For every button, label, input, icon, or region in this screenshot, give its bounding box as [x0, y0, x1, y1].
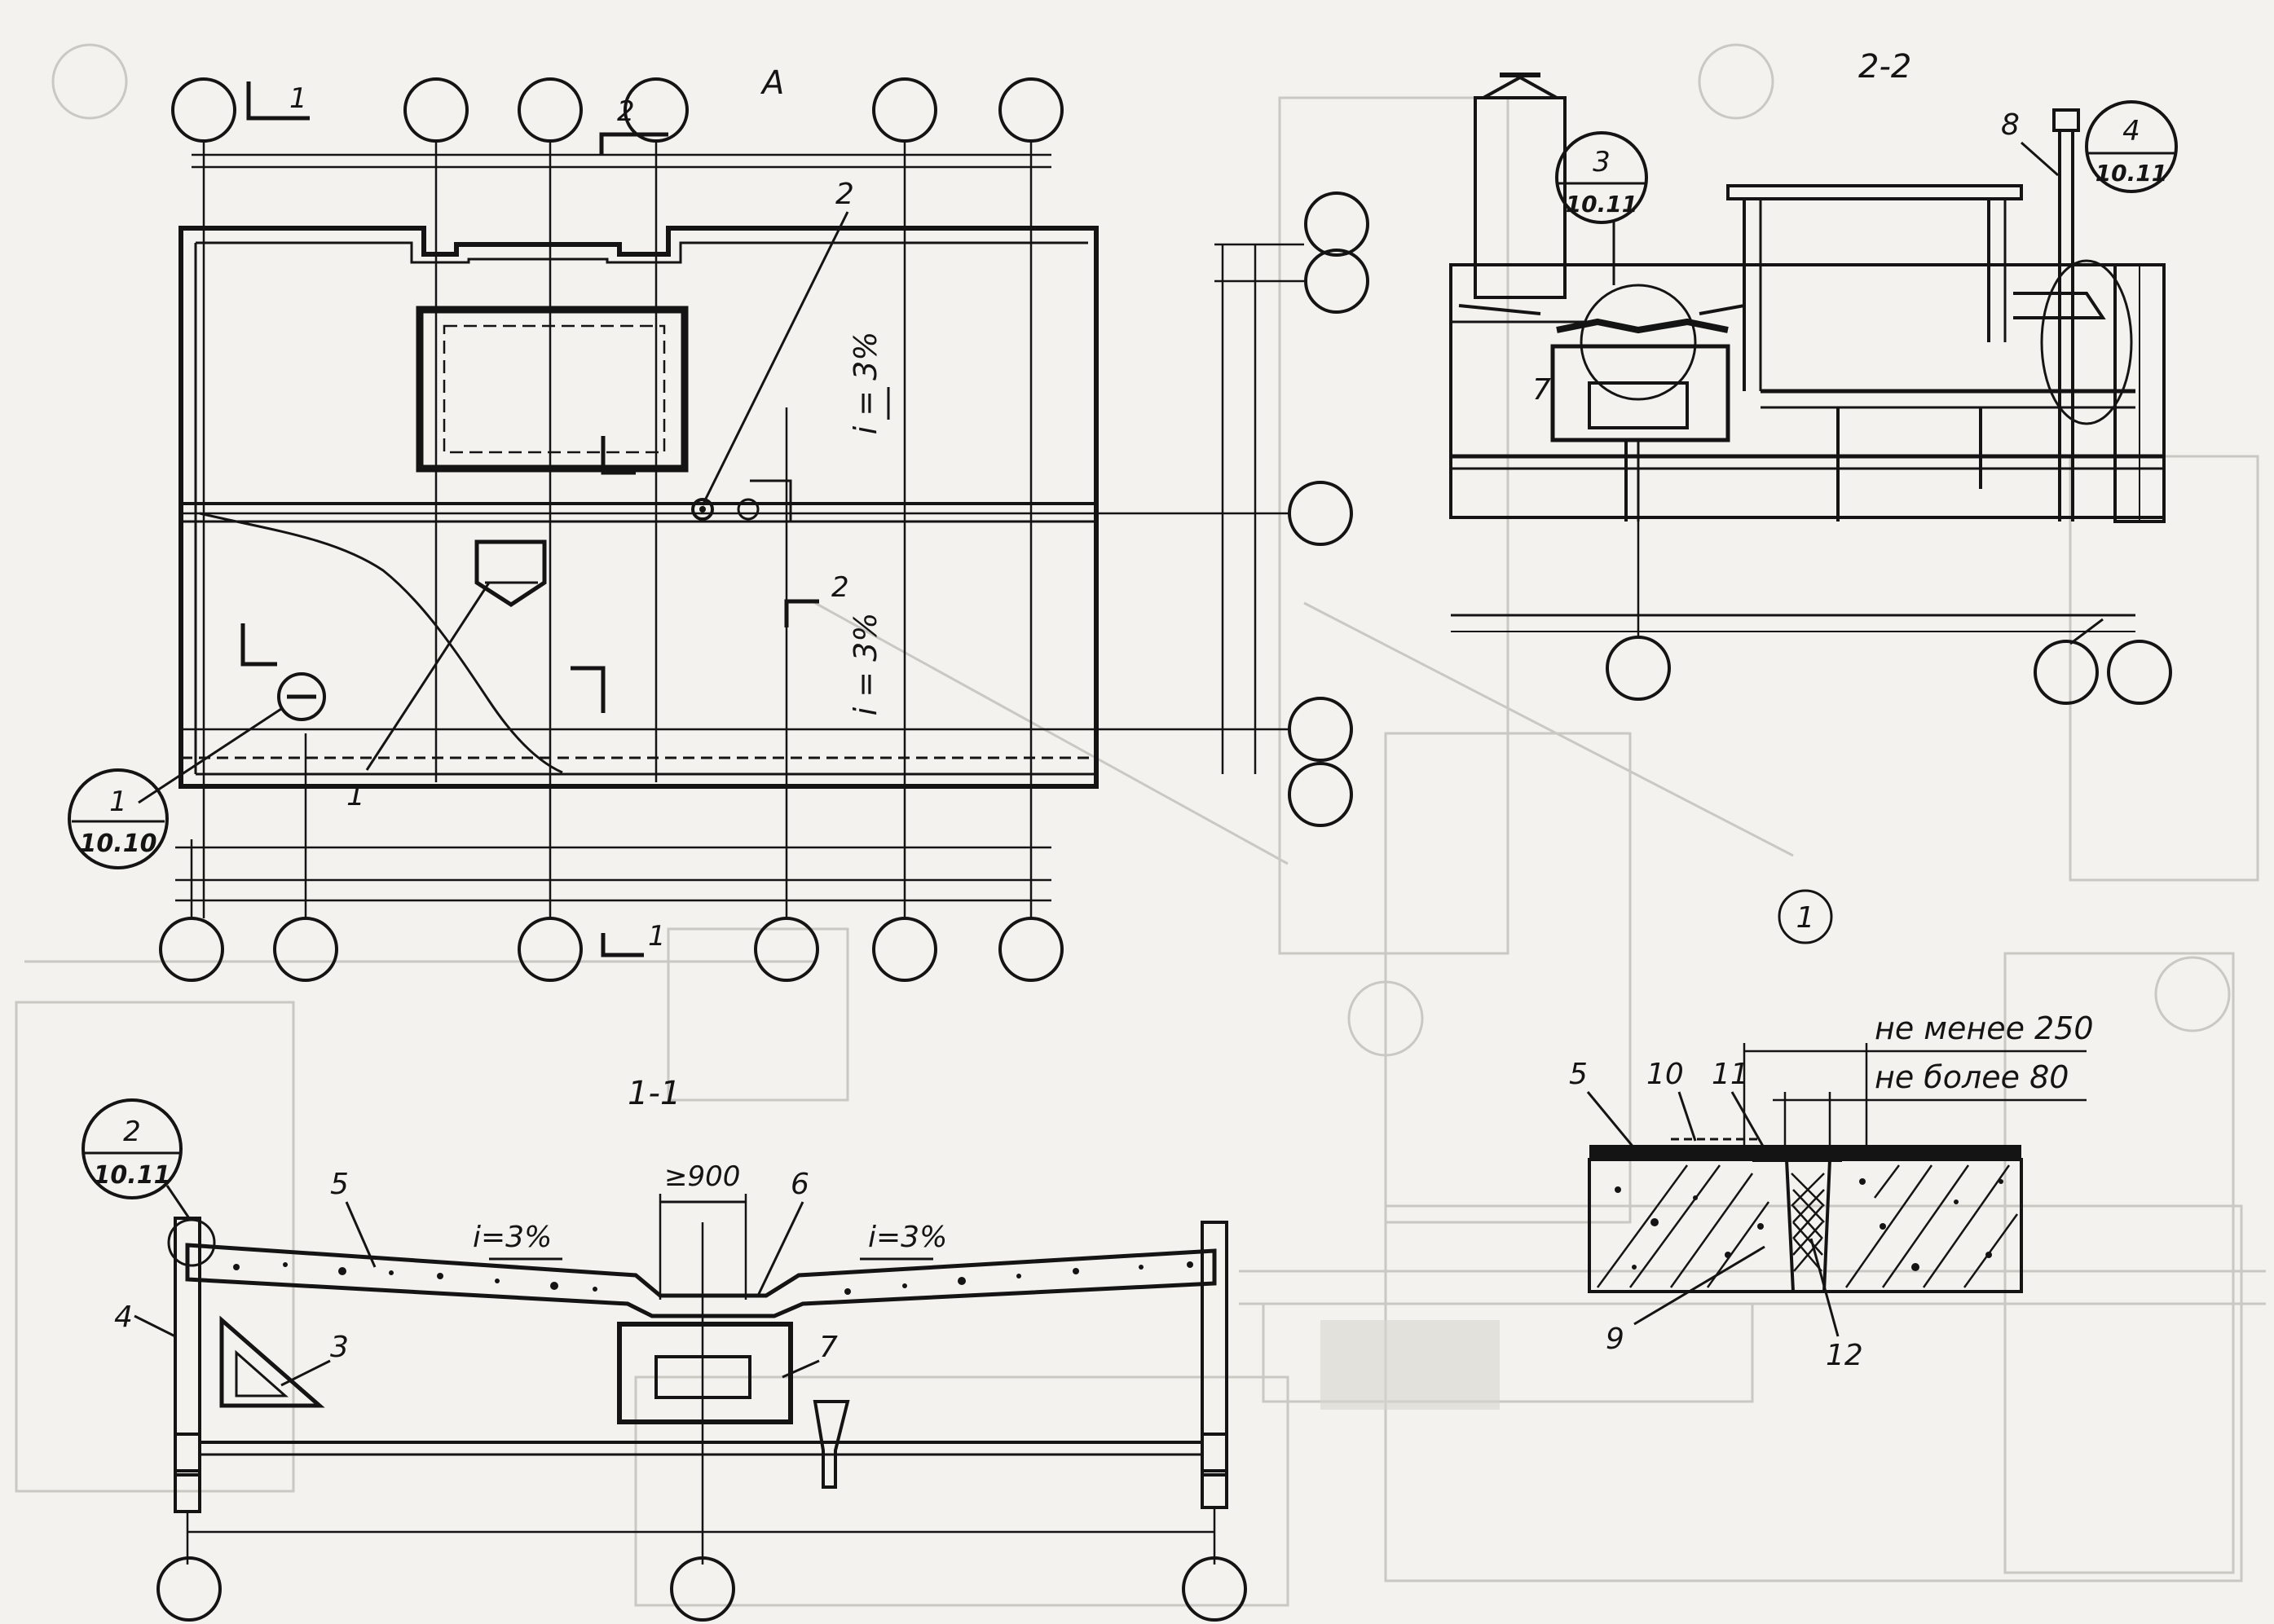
detail-dim-max: не более 80: [1875, 1059, 2069, 1095]
svg-text:i = 3%: i = 3%: [848, 332, 884, 435]
svg-text:i = 3%: i = 3%: [848, 613, 884, 716]
plan-walls: [178, 226, 1099, 789]
svg-text:1: 1: [648, 920, 666, 953]
plan-slope-2: i = 3%: [848, 613, 884, 716]
dimension-900: ≥900: [659, 1160, 747, 1300]
plan-skylight-opening: [416, 306, 689, 475]
plan-slope-1: i = 3%: [848, 332, 884, 435]
svg-text:6: 6: [791, 1168, 809, 1201]
svg-text:i=3%: i=3%: [473, 1221, 552, 1254]
detail-1: 1 не менее 250 не более 80: [1569, 889, 2094, 1372]
section-marker-1-top: 1: [246, 81, 310, 121]
drain-funnel: [474, 539, 547, 607]
svg-text:10.11: 10.11: [1566, 191, 1638, 218]
svg-text:1: 1: [289, 82, 307, 115]
detail-aggregate: [1615, 1178, 2003, 1271]
section-2-2-callout-3: 3 10.11: [1555, 131, 1697, 401]
detail-1-title: 1: [1796, 901, 1815, 935]
svg-text:10.11: 10.11: [94, 1161, 171, 1190]
detail-joint-seal: [1752, 1151, 1842, 1293]
section-2-2-label-8: 8: [2001, 108, 2059, 177]
svg-text:2: 2: [617, 95, 635, 128]
svg-text:1: 1: [346, 779, 365, 812]
section-1-1-label-3: 3: [280, 1331, 349, 1387]
svg-text:10: 10: [1646, 1058, 1684, 1091]
roof-slab: [185, 1243, 1217, 1318]
svg-text:9: 9: [1606, 1323, 1624, 1356]
drain-assembly-2-2: [1458, 303, 1746, 522]
section-1-1-label-6: 6: [756, 1168, 809, 1296]
svg-text:11: 11: [1712, 1058, 1749, 1091]
plan-callout-1: 1 10.10: [68, 672, 326, 869]
section-1-1-label-5: 5: [330, 1168, 377, 1268]
detail-dimension-lines: [1743, 1043, 2087, 1145]
section-2-2-callout-4: 4 10.11: [2040, 100, 2178, 425]
svg-text:8: 8: [2001, 108, 2020, 142]
svg-text:3: 3: [1593, 146, 1611, 178]
detail-hatching: [1596, 1164, 2019, 1288]
section-1-1-slope-left: i=3%: [473, 1221, 562, 1261]
section-2-2-label-7: 7: [1532, 373, 1551, 407]
svg-text:5: 5: [1569, 1058, 1588, 1091]
section-1-1-label-4: 4: [114, 1301, 176, 1338]
slab-aggregate: [233, 1261, 1193, 1295]
svg-text:12: 12: [1826, 1339, 1863, 1372]
svg-text:5: 5: [330, 1168, 349, 1201]
section-2-2-axes: [1606, 522, 2172, 705]
detail-label-9: 9: [1606, 1245, 1765, 1356]
section-1-1-callout-2: 2 10.11: [82, 1098, 216, 1267]
vent-tower-left: [1474, 73, 1567, 299]
triangle-bracket-3: [219, 1315, 325, 1408]
svg-text:10.10: 10.10: [80, 830, 157, 858]
detail-label-11: 11: [1712, 1058, 1766, 1150]
riser-pipe-8: [2013, 108, 2166, 523]
section-1-1-axes: [156, 1222, 1247, 1622]
section-1-1-title: 1-1: [628, 1075, 681, 1112]
svg-text:10.11: 10.11: [2096, 160, 2168, 187]
svg-text:4: 4: [2122, 115, 2140, 147]
svg-text:2: 2: [123, 1116, 141, 1148]
section-1-1: 1-1: [82, 1075, 1247, 1622]
plan-pipes: [691, 479, 792, 522]
roof-canopy: [1726, 184, 2023, 391]
svg-text:4: 4: [114, 1301, 133, 1334]
plan-axis-circles-bottom: [159, 917, 1064, 982]
section-1-1-slope-right: i=3%: [860, 1221, 947, 1261]
section-2-2: 2-2: [1449, 48, 2178, 705]
svg-text:2: 2: [835, 178, 854, 211]
svg-text:1: 1: [109, 786, 127, 818]
section-2-2-title: 2-2: [1858, 48, 1911, 86]
section-marker-2-top: 2: [599, 95, 668, 155]
plan-leader-2: 2: [701, 178, 854, 506]
detail-label-12: 12: [1809, 1238, 1863, 1372]
plan-title: А: [760, 64, 784, 102]
background-bleed-through: [15, 43, 2266, 1607]
plan-leader-1: 1: [346, 582, 491, 812]
svg-text:3: 3: [330, 1331, 349, 1364]
plan-axis-circles-right: [1288, 191, 1369, 827]
section-1-1-label-7: 7: [782, 1331, 838, 1379]
detail-dim-min: не менее 250: [1875, 1010, 2094, 1046]
plan-corner-marks: [240, 623, 606, 713]
section-marker-1-bottom: 1: [601, 920, 666, 957]
svg-text:i=3%: i=3%: [868, 1221, 947, 1254]
section-marker-2-mid: 2: [784, 571, 849, 627]
detail-label-5: 5: [1569, 1058, 1640, 1154]
svg-text:2: 2: [831, 571, 849, 604]
plan-break-line: [199, 512, 563, 774]
drain-funnel-7: [617, 1322, 850, 1489]
plan-view: 1 2 2 1 А i = 3% i = 3% 2: [68, 64, 1369, 982]
svg-text:≥900: ≥900: [664, 1160, 740, 1193]
svg-text:7: 7: [819, 1331, 838, 1364]
detail-label-10: 10: [1646, 1058, 1697, 1142]
